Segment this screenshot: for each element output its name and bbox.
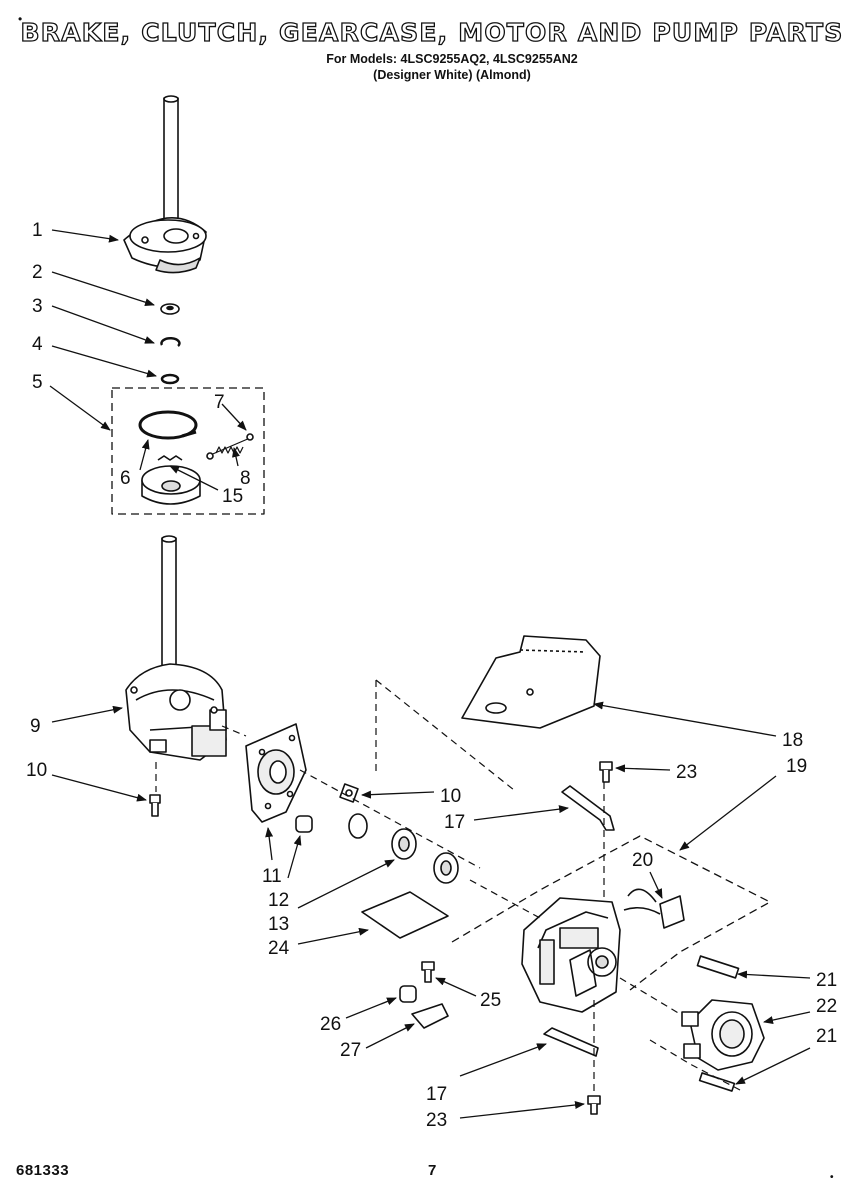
lower-shaft [161, 535, 177, 689]
part-13-coupling [348, 813, 459, 884]
part-6-brake-spring [138, 410, 198, 440]
callout-labels: 1 2 3 4 5 6 7 8 15 9 10 10 11 12 13 24 1… [26, 220, 837, 1131]
part-27-clamp [411, 1003, 449, 1029]
callout-22: 22 [816, 996, 837, 1017]
callout-11: 11 [262, 866, 282, 887]
part-4-ring [160, 373, 180, 385]
part-10-nut [339, 783, 359, 803]
part-12-bushing [295, 815, 313, 833]
part-21-clip-upper [696, 955, 740, 979]
callout-24: 24 [268, 938, 290, 959]
callout-10-left: 10 [26, 760, 47, 781]
callout-17-top: 17 [444, 812, 465, 833]
callout-15: 15 [222, 486, 243, 507]
page-title: BRAKE, CLUTCH, GEARCASE, MOTOR AND PUMP … [20, 17, 844, 47]
part-3-retaining-ring [160, 337, 181, 347]
callout-21-lower: 21 [816, 1026, 837, 1047]
page-number: 7 [428, 1162, 437, 1179]
callout-19: 19 [786, 756, 807, 777]
callout-12: 12 [268, 890, 289, 911]
callout-20: 20 [632, 850, 653, 871]
leader-lines [49, 229, 811, 1119]
part-18-shield [461, 635, 601, 729]
upper-shaft [163, 95, 179, 239]
part-17-clip-bottom [543, 1027, 599, 1057]
part-23-screw-top [599, 761, 613, 783]
part-20-switch [623, 888, 685, 929]
callout-6: 6 [120, 468, 131, 489]
part-19-motor-assembly-region [451, 835, 771, 991]
document-number: 681333 [16, 1162, 70, 1179]
callout-3: 3 [32, 296, 43, 317]
callout-23-bottom: 23 [426, 1110, 447, 1131]
callout-8: 8 [240, 468, 251, 489]
callout-7: 7 [214, 392, 225, 413]
motor [521, 897, 621, 1013]
part-17-clip-top [561, 785, 615, 831]
part-7-8-spring-pin [206, 433, 254, 460]
part-21-clip-lower [698, 1072, 736, 1092]
callout-4: 4 [32, 334, 43, 355]
callout-21-upper: 21 [816, 970, 837, 991]
corner-mark: • [18, 12, 23, 26]
part-10-screw-left [149, 794, 161, 817]
part-26-bushing [399, 985, 417, 1003]
footer-corner-mark: • [830, 1172, 834, 1183]
part-23-screw-bottom [587, 1095, 601, 1115]
part-5-brake-assembly-box [111, 387, 265, 515]
callout-18: 18 [782, 730, 803, 751]
callout-1: 1 [32, 220, 43, 241]
part-1-brake-cam [123, 216, 207, 274]
part-24-pad [361, 891, 449, 939]
callout-25: 25 [480, 990, 501, 1011]
callout-26: 26 [320, 1014, 341, 1035]
part-25-screw [421, 961, 435, 983]
callout-5: 5 [32, 372, 43, 393]
callout-27: 27 [340, 1040, 361, 1061]
part-9-gearcase [125, 663, 227, 761]
callout-13: 13 [268, 914, 289, 935]
callout-23-top: 23 [676, 762, 697, 783]
part-15-brake-rotor [141, 455, 201, 505]
callout-9: 9 [30, 716, 41, 737]
colors-line: (Designer White) (Almond) [373, 68, 531, 82]
models-line: For Models: 4LSC9255AQ2, 4LSC9255AN2 [326, 52, 578, 66]
part-11-mounting-plate [245, 723, 307, 823]
alignment-lines [155, 679, 741, 1092]
callout-10-right: 10 [440, 786, 461, 807]
part-22-pump [681, 999, 765, 1071]
callout-2: 2 [32, 262, 43, 283]
callout-17-bottom: 17 [426, 1084, 447, 1105]
